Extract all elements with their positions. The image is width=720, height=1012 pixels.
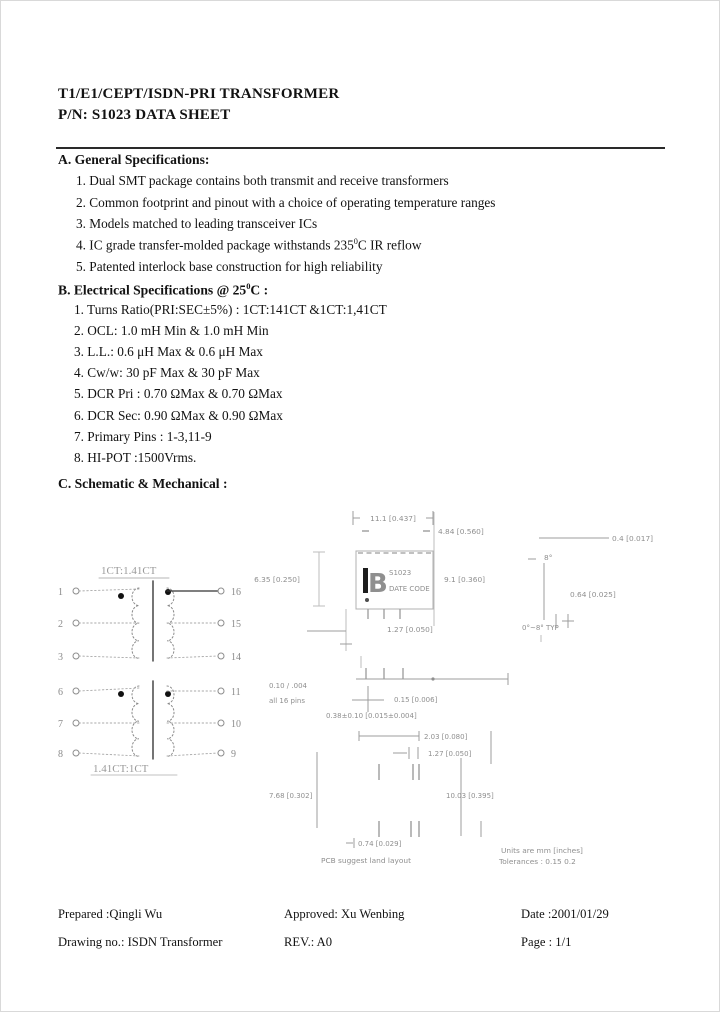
section-b-heading: B. Electrical Specifications @ 250C : — [58, 281, 268, 299]
coplanarity-note-line2: all 16 pins — [269, 697, 305, 705]
section-b-item: 8. HI-POT :1500Vrms. — [74, 450, 197, 465]
superscript: 0 — [246, 281, 251, 291]
footer-page: Page : 1/1 — [521, 935, 572, 949]
polarity-dot — [165, 691, 171, 697]
section-b-item: 4. Cw/w: 30 pF Max & 30 pF Max — [74, 365, 260, 380]
svg-text:B: B — [368, 569, 388, 599]
footer-date: Date :2001/01/29 — [521, 907, 609, 921]
section-b-item: 1. Turns Ratio(PRI:SEC±5%) : 1CT:141CT &… — [74, 302, 387, 317]
pin-label: 1 — [58, 587, 63, 598]
superscript: 0 — [353, 237, 358, 246]
tolerance-note: Tolerances : 0.15 0.2 — [498, 857, 576, 866]
dim-pad-span-outer: 10.03 [0.395] — [446, 792, 494, 800]
primary-winding — [131, 685, 140, 757]
heading-text: C : — [250, 282, 269, 298]
section-b-item: 3. L.L.: 0.6 μH Max & 0.6 μH Max — [74, 344, 263, 359]
pin-label: 11 — [231, 687, 241, 698]
package-body — [355, 550, 434, 610]
pin-label: 2 — [58, 619, 63, 630]
polarity-dot — [118, 691, 124, 697]
section-a-item: 2. Common footprint and pinout with a ch… — [76, 195, 496, 210]
footer-prepared: Prepared :Qingli Wu — [58, 907, 163, 921]
document-title: T1/E1/CEPT/ISDN-PRI TRANSFORMER — [58, 86, 340, 102]
item-text: 4. IC grade transfer-molded package with… — [76, 237, 354, 253]
pin-label: 7 — [58, 719, 63, 730]
pin-terminals — [72, 587, 225, 757]
pcb-land-pattern: 0.10 / .004 all 16 pins 0.15 [0.006] 0.3… — [269, 656, 583, 866]
item-text: C IR reflow — [357, 237, 422, 253]
schematic-mechanical-figure: 1CT:1.41CT 1.41CT:1CT — [58, 511, 653, 866]
dim-pad-gap: 0.74 [0.029] — [358, 840, 402, 848]
package-side-view: 0.4 [0.017] 8° 0.64 [0.025] 0°~8° TYP — [522, 534, 653, 642]
polarity-dot — [165, 589, 171, 595]
section-b-item: 6. DCR Sec: 0.90 ΩMax & 0.90 ΩMax — [74, 408, 283, 423]
pin-label: 14 — [231, 652, 241, 663]
dim-overall-width: 11.1 [0.437] — [370, 514, 416, 523]
section-b-item: 5. DCR Pri : 0.70 ΩMax & 0.70 ΩMax — [74, 386, 283, 401]
pin-label: 9 — [231, 749, 236, 760]
coplanarity-note-line1: 0.10 / .004 — [269, 682, 308, 690]
heading-text: B. Electrical Specifications @ 25 — [58, 282, 247, 298]
pin-label: 15 — [231, 619, 241, 630]
section-a-item: 1. Dual SMT package contains both transm… — [76, 173, 449, 188]
dim-pad-length: 2.03 [0.080] — [424, 733, 468, 741]
dim-body-width: 9.1 [0.360] — [444, 575, 485, 584]
footer-rev: REV.: A0 — [284, 935, 333, 949]
dim-lead-thickness: 0.64 [0.025] — [570, 590, 616, 599]
dim-pad-span-inner: 7.68 [0.302] — [269, 792, 313, 800]
secondary-winding — [166, 685, 175, 757]
turns-ratio-bottom-label: 1.41CT:1CT — [93, 763, 149, 775]
units-note: Units are mm [inches] — [501, 846, 583, 855]
pin-label: 10 — [231, 719, 241, 730]
dim-pad-offset: 0.15 [0.006] — [394, 696, 438, 704]
pin1-marker-dot — [365, 598, 369, 602]
dim-standoff: 0.4 [0.017] — [612, 534, 653, 543]
polarity-dot — [118, 593, 124, 599]
dim-body-depth: 6.35 [0.250] — [254, 575, 300, 584]
title-divider — [56, 147, 665, 149]
dim-lead-width: 0.38±0.10 [0.015±0.004] — [326, 712, 417, 720]
pin-label: 8 — [58, 749, 63, 760]
land-pattern-caption: PCB suggest land layout — [321, 856, 411, 865]
dim-lead-pitch: 1.27 [0.050] — [387, 625, 433, 634]
lead-wires — [78, 588, 219, 757]
part-marking: S1023 — [389, 569, 411, 577]
section-b-item: 7. Primary Pins : 1-3,11-9 — [74, 429, 212, 444]
section-a-heading: A. General Specifications: — [58, 152, 210, 167]
footer-drawing-no: Drawing no.: ISDN Transformer — [58, 935, 223, 949]
transformer-schematic: 1CT:1.41CT 1.41CT:1CT — [58, 565, 241, 776]
lead-angle-note: 0°~8° TYP — [522, 624, 559, 632]
brand-logo-icon: B — [363, 568, 388, 599]
section-c-heading: C. Schematic & Mechanical : — [58, 476, 228, 491]
dim-pad-pitch: 1.27 [0.050] — [428, 750, 472, 758]
package-top-view: 11.1 [0.437] 4.84 [0.560] B S1023 DATE C… — [254, 511, 485, 651]
section-a-item: 4. IC grade transfer-molded package with… — [76, 237, 421, 253]
section-a-item: 5. Patented interlock base construction … — [76, 259, 383, 274]
dim-right-upper: 4.84 [0.560] — [438, 527, 484, 536]
turns-ratio-top-label: 1CT:1.41CT — [101, 565, 157, 577]
footer-approved: Approved: Xu Wenbing — [284, 907, 405, 921]
pin-label: 3 — [58, 652, 63, 663]
pin-label: 16 — [231, 587, 241, 598]
section-b-item: 2. OCL: 1.0 mH Min & 1.0 mH Min — [74, 323, 269, 338]
lead-angle-label: 8° — [544, 553, 552, 562]
part-number-line: P/N: S1023 DATA SHEET — [58, 107, 231, 123]
pin-label: 6 — [58, 687, 63, 698]
section-a-item: 3. Models matched to leading transceiver… — [76, 216, 318, 231]
date-code-label: DATE CODE — [389, 585, 430, 593]
